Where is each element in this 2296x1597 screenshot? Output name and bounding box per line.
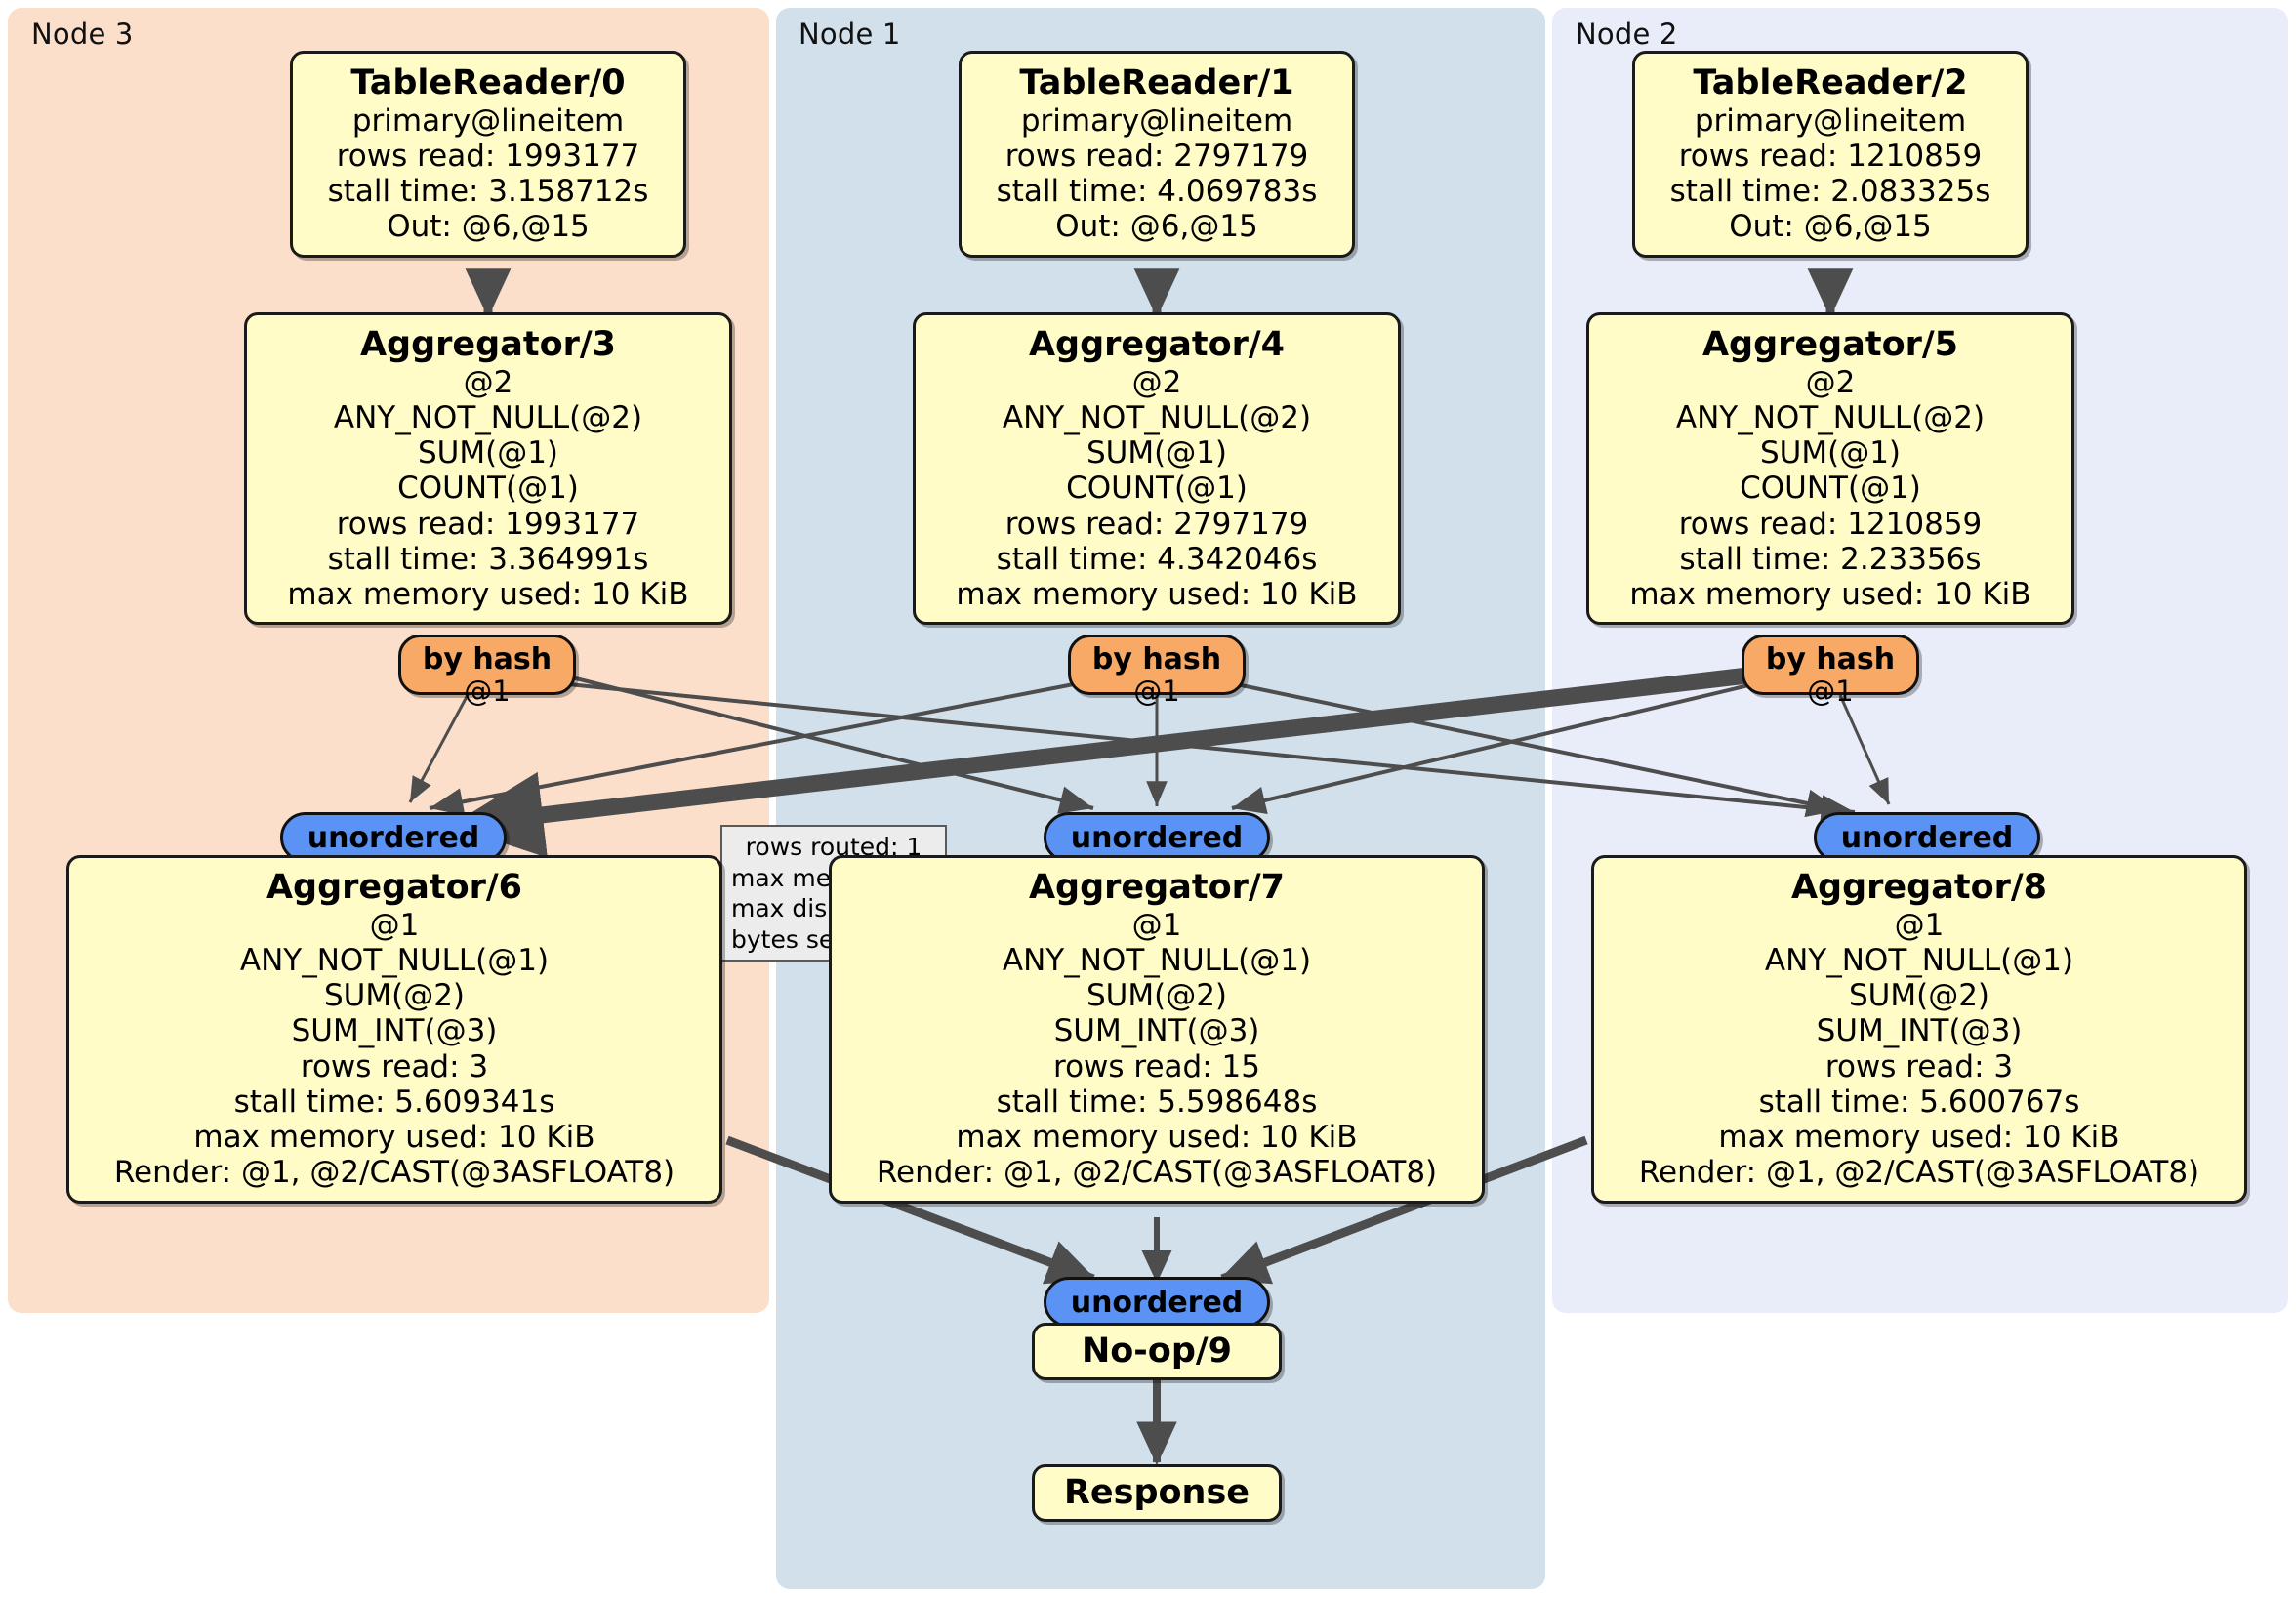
op-detail-line: SUM(@2) xyxy=(1848,978,1990,1014)
op-detail-line: stall time: 5.600767s xyxy=(1758,1084,2080,1120)
op-box-noop-9[interactable]: No-op/9 xyxy=(1032,1323,1282,1380)
receiver-label: unordered xyxy=(1840,820,2014,855)
op-box-aggregator-3[interactable]: Aggregator/3 @2 ANY_NOT_NULL(@2) SUM(@1)… xyxy=(244,312,732,626)
op-detail-line: primary@lineitem xyxy=(351,102,625,139)
op-detail-line: ANY_NOT_NULL(@1) xyxy=(1764,942,2074,978)
op-box-aggregator-5[interactable]: Aggregator/5 @2 ANY_NOT_NULL(@2) SUM(@1)… xyxy=(1586,312,2074,626)
op-detail-line: stall time: 2.083325s xyxy=(1669,174,1991,210)
op-title: No-op/9 xyxy=(1081,1331,1233,1371)
op-title: TableReader/1 xyxy=(1019,63,1294,102)
op-detail-line: rows read: 15 xyxy=(1053,1048,1260,1085)
op-detail-line: rows read: 1210859 xyxy=(1678,506,1983,542)
op-box-aggregator-6[interactable]: Aggregator/6 @1 ANY_NOT_NULL(@1) SUM(@2)… xyxy=(66,855,722,1204)
op-detail-line: SUM(@2) xyxy=(1086,978,1228,1014)
op-detail-line: rows read: 2797179 xyxy=(1004,506,1309,542)
op-detail-line: SUM_INT(@3) xyxy=(1816,1013,2023,1049)
panel-node2-label: Node 2 xyxy=(1576,18,1678,51)
op-detail-line: ANY_NOT_NULL(@1) xyxy=(1002,942,1312,978)
op-box-aggregator-8[interactable]: Aggregator/8 @1 ANY_NOT_NULL(@1) SUM(@2)… xyxy=(1591,855,2247,1204)
op-detail-line: rows read: 3 xyxy=(1824,1048,2014,1085)
router-column: @1 xyxy=(1133,675,1180,708)
op-detail-line: SUM_INT(@3) xyxy=(291,1013,498,1049)
op-box-tablereader-0[interactable]: TableReader/0 primary@lineitem rows read… xyxy=(290,51,686,258)
op-detail-line: COUNT(@1) xyxy=(1740,471,1921,507)
op-detail-line: max memory used: 10 KiB xyxy=(956,1120,1358,1156)
op-detail-line: @2 xyxy=(1805,364,1856,400)
op-detail-line: @2 xyxy=(463,364,513,400)
router-by-hash-node2[interactable]: by hash @1 xyxy=(1742,635,1919,708)
op-detail-line: @2 xyxy=(1131,364,1182,400)
op-detail-line: @1 xyxy=(369,907,420,943)
panel-node3-label: Node 3 xyxy=(31,18,134,51)
router-label: by hash xyxy=(422,642,553,676)
op-box-aggregator-7[interactable]: Aggregator/7 @1 ANY_NOT_NULL(@1) SUM(@2)… xyxy=(829,855,1485,1204)
op-detail-line: SUM(@1) xyxy=(1759,435,1902,471)
op-detail-line: max memory used: 10 KiB xyxy=(193,1120,595,1156)
receiver-unordered-node3[interactable]: unordered xyxy=(280,812,507,863)
op-detail-line: ANY_NOT_NULL(@2) xyxy=(1002,399,1312,435)
op-detail-line: rows read: 1993177 xyxy=(336,138,640,174)
op-detail-line: rows read: 1993177 xyxy=(336,506,640,542)
op-detail-line: Out: @6,@15 xyxy=(1055,209,1258,245)
op-detail-line: rows read: 1210859 xyxy=(1678,138,1983,174)
router-column: @1 xyxy=(1807,675,1854,708)
op-detail-line: @1 xyxy=(1131,907,1182,943)
op-detail-line: rows read: 2797179 xyxy=(1004,138,1309,174)
op-box-tablereader-2[interactable]: TableReader/2 primary@lineitem rows read… xyxy=(1632,51,2029,258)
op-detail-line: stall time: 3.364991s xyxy=(327,541,649,577)
router-label: by hash xyxy=(1765,642,1896,676)
op-title: Aggregator/8 xyxy=(1790,868,2048,907)
op-detail-line: stall time: 4.069783s xyxy=(996,174,1318,210)
op-title: TableReader/2 xyxy=(1693,63,1968,102)
op-detail-line: stall time: 3.158712s xyxy=(327,174,649,210)
op-title: Aggregator/7 xyxy=(1028,868,1286,907)
op-detail-line: stall time: 5.609341s xyxy=(233,1084,555,1120)
op-detail-line: ANY_NOT_NULL(@2) xyxy=(1675,399,1986,435)
op-detail-line: Render: @1, @2/CAST(@3ASFLOAT8) xyxy=(1638,1155,2200,1191)
op-detail-line: SUM_INT(@3) xyxy=(1053,1013,1260,1049)
op-box-aggregator-4[interactable]: Aggregator/4 @2 ANY_NOT_NULL(@2) SUM(@1)… xyxy=(913,312,1401,626)
receiver-unordered-node2[interactable]: unordered xyxy=(1814,812,2040,863)
receiver-label: unordered xyxy=(1070,1285,1244,1320)
receiver-label: unordered xyxy=(1070,820,1244,855)
router-label: by hash xyxy=(1091,642,1222,676)
op-detail-line: ANY_NOT_NULL(@2) xyxy=(333,399,643,435)
op-detail-line: SUM(@2) xyxy=(323,978,466,1014)
op-detail-line: Render: @1, @2/CAST(@3ASFLOAT8) xyxy=(876,1155,1438,1191)
op-detail-line: stall time: 4.342046s xyxy=(996,541,1318,577)
op-detail-line: Render: @1, @2/CAST(@3ASFLOAT8) xyxy=(113,1155,676,1191)
op-detail-line: COUNT(@1) xyxy=(1066,471,1248,507)
router-by-hash-node3[interactable]: by hash @1 xyxy=(398,635,576,708)
panel-node1-label: Node 1 xyxy=(799,18,901,51)
op-detail-line: COUNT(@1) xyxy=(397,471,579,507)
receiver-label: unordered xyxy=(307,820,480,855)
op-detail-line: SUM(@1) xyxy=(1086,435,1228,471)
op-detail-line: max memory used: 10 KiB xyxy=(1629,577,2031,613)
op-detail-line: @1 xyxy=(1894,907,1945,943)
op-box-response[interactable]: Response xyxy=(1032,1464,1282,1522)
op-title: Response xyxy=(1063,1473,1250,1512)
op-detail-line: Out: @6,@15 xyxy=(387,209,590,245)
op-detail-line: SUM(@1) xyxy=(417,435,559,471)
op-detail-line: Out: @6,@15 xyxy=(1729,209,1932,245)
op-title: Aggregator/3 xyxy=(359,325,617,364)
router-by-hash-node1[interactable]: by hash @1 xyxy=(1068,635,1246,708)
op-box-tablereader-1[interactable]: TableReader/1 primary@lineitem rows read… xyxy=(959,51,1355,258)
op-detail-line: max memory used: 10 KiB xyxy=(1718,1120,2120,1156)
op-title: Aggregator/5 xyxy=(1702,325,1959,364)
op-title: TableReader/0 xyxy=(350,63,626,102)
router-column: @1 xyxy=(464,675,511,708)
op-detail-line: stall time: 5.598648s xyxy=(996,1084,1318,1120)
op-detail-line: max memory used: 10 KiB xyxy=(287,577,689,613)
op-detail-line: ANY_NOT_NULL(@1) xyxy=(239,942,550,978)
op-detail-line: rows read: 3 xyxy=(300,1048,489,1085)
op-detail-line: primary@lineitem xyxy=(1694,102,1967,139)
op-title: Aggregator/4 xyxy=(1028,325,1286,364)
receiver-unordered-final[interactable]: unordered xyxy=(1044,1277,1270,1328)
op-title: Aggregator/6 xyxy=(266,868,523,907)
op-detail-line: primary@lineitem xyxy=(1020,102,1293,139)
op-detail-line: max memory used: 10 KiB xyxy=(956,577,1358,613)
op-detail-line: stall time: 2.23356s xyxy=(1679,541,1982,577)
